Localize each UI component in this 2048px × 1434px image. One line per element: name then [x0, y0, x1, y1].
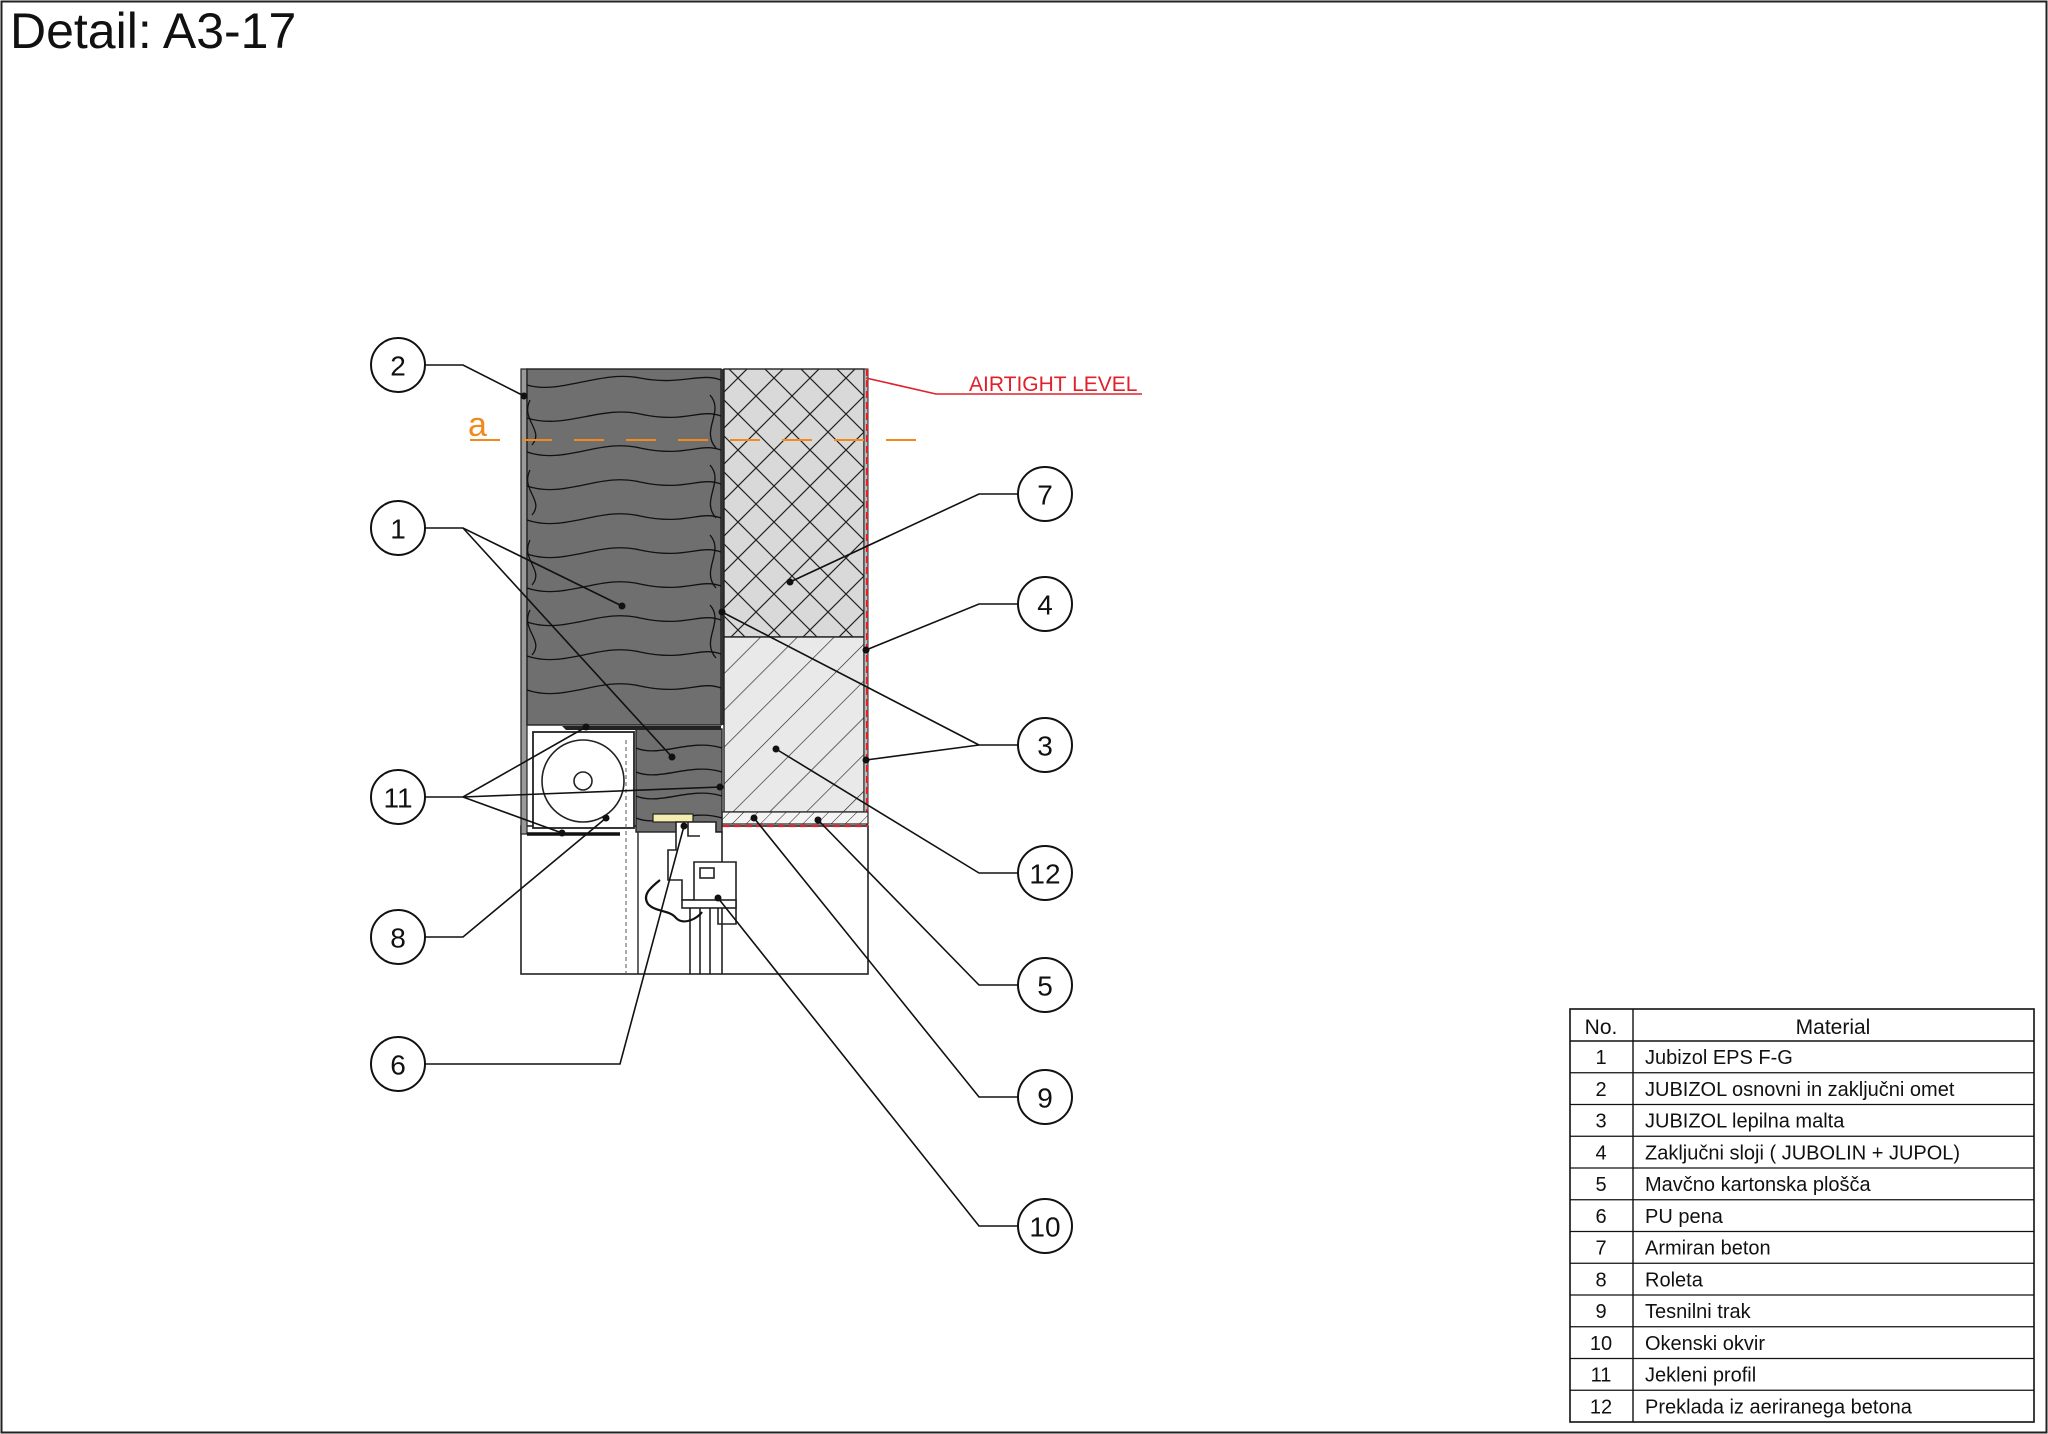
- tag-label: 2: [390, 351, 406, 382]
- tag-11: 11: [370, 769, 426, 825]
- legend-no: 2: [1595, 1079, 1606, 1101]
- insulation-lower-pattern: [635, 744, 723, 822]
- legend-header-no: No.: [1585, 1016, 1618, 1039]
- legend-material: JUBIZOL osnovni in zaključni omet: [1645, 1079, 1955, 1101]
- legend-row: 5 Mavčno kartonska plošča: [1570, 1174, 2034, 1201]
- tag-10: 10: [1017, 1198, 1073, 1254]
- legend-material: Armiran beton: [1645, 1238, 1771, 1260]
- shutter-axle: [573, 771, 593, 791]
- reinforced-concrete: [723, 368, 865, 638]
- tag-6: 6: [370, 1036, 426, 1092]
- section-label: a: [468, 406, 487, 444]
- legend-no: 3: [1595, 1111, 1606, 1133]
- legend-no: 1: [1595, 1047, 1606, 1069]
- tag-8: 8: [370, 909, 426, 965]
- legend-material: Tesnilni trak: [1645, 1301, 1752, 1323]
- tag-label: 4: [1037, 590, 1053, 621]
- legend-row: 3 JUBIZOL lepilna malta: [1570, 1111, 2034, 1137]
- legend-no: 9: [1595, 1301, 1606, 1323]
- tag-label: 6: [390, 1050, 406, 1081]
- tag-5: 5: [1017, 957, 1073, 1013]
- legend-no: 10: [1590, 1333, 1612, 1355]
- tag-3: 3: [1017, 717, 1073, 773]
- tag-label: 9: [1037, 1083, 1053, 1114]
- tag-4: 4: [1017, 576, 1073, 632]
- tag-label: 7: [1037, 480, 1053, 511]
- leader-dots: [520, 392, 870, 902]
- legend-frame: [1569, 1008, 2035, 1423]
- plasterboard: [721, 811, 869, 825]
- tag-12: 12: [1017, 845, 1073, 901]
- legend-no: 4: [1595, 1142, 1606, 1164]
- legend-row: 4 Zaključni sloji ( JUBOLIN + JUPOL): [1570, 1142, 2034, 1169]
- wall-section: [520, 368, 869, 975]
- tag-label: 8: [390, 923, 406, 954]
- tag-label: 5: [1037, 971, 1053, 1002]
- adhesive-layer: [721, 369, 724, 725]
- tag-label: 11: [383, 783, 412, 814]
- tag-2: 2: [370, 337, 426, 393]
- legend-no: 5: [1595, 1174, 1606, 1196]
- tag-label: 12: [1029, 859, 1060, 890]
- materials-legend: No. Material 1 Jubizol EPS F-G 2 JUBIZOL os…: [1569, 1008, 2035, 1423]
- page-title: Detail: A3-17: [10, 3, 296, 59]
- legend-material: Okenski okvir: [1645, 1333, 1765, 1355]
- legend-no: 12: [1590, 1396, 1612, 1418]
- legend-no: 6: [1595, 1206, 1606, 1228]
- legend-material: Roleta: [1645, 1269, 1704, 1291]
- legend-row: 2 JUBIZOL osnovni in zaključni omet: [1570, 1079, 2034, 1106]
- aerated-concrete-lintel: [723, 636, 865, 813]
- tag-7: 7: [1017, 466, 1073, 522]
- legend-material: PU pena: [1645, 1206, 1724, 1228]
- steel-profile-top: [562, 726, 721, 730]
- legend-row: 1 Jubizol EPS F-G: [1570, 1047, 2034, 1074]
- pu-foam: [644, 879, 703, 923]
- tag-label: 1: [390, 514, 406, 545]
- legend-material: Jubizol EPS F-G: [1645, 1047, 1793, 1069]
- legend-no: 7: [1595, 1238, 1606, 1260]
- airtight-label: AIRTIGHT LEVEL: [969, 373, 1137, 396]
- sealing-tape: [652, 813, 694, 823]
- tag-9: 9: [1017, 1069, 1073, 1125]
- leader-lines: [425, 364, 1018, 1227]
- insulation-pattern: [526, 375, 722, 695]
- legend-row: 6 PU pena: [1570, 1206, 2034, 1233]
- eps-insulation: [526, 368, 722, 726]
- legend-no: 11: [1591, 1365, 1612, 1387]
- legend-row: 9 Tesnilni trak: [1570, 1301, 2034, 1328]
- tag-label: 10: [1029, 1212, 1060, 1243]
- legend-row: 11 Jekleni profil: [1570, 1365, 2034, 1391]
- legend-header-material: Material: [1796, 1016, 1871, 1039]
- airtight-line: [722, 369, 869, 828]
- legend-row: 12 Preklada iz aeriranega betona: [1590, 1396, 1913, 1418]
- legend-row: 10 Okenski okvir: [1570, 1333, 2034, 1360]
- legend-material: Jekleni profil: [1645, 1365, 1756, 1387]
- legend-row: 8 Roleta: [1570, 1269, 2034, 1296]
- legend-material: Preklada iz aeriranega betona: [1645, 1396, 1913, 1418]
- tag-label: 3: [1037, 731, 1053, 762]
- legend-no: 8: [1595, 1269, 1606, 1291]
- legend-row: 7 Armiran beton: [1570, 1238, 2034, 1264]
- airtight-leader: [865, 377, 1142, 395]
- tag-1: 1: [370, 500, 426, 556]
- legend-rows: 1 Jubizol EPS F-G 2 JUBIZOL osnovni in zakl…: [1570, 1040, 2034, 1418]
- legend-material: Mavčno kartonska plošča: [1645, 1174, 1872, 1196]
- legend-material: Zaključni sloji ( JUBOLIN + JUPOL): [1645, 1142, 1960, 1164]
- legend-material: JUBIZOL lepilna malta: [1645, 1111, 1845, 1133]
